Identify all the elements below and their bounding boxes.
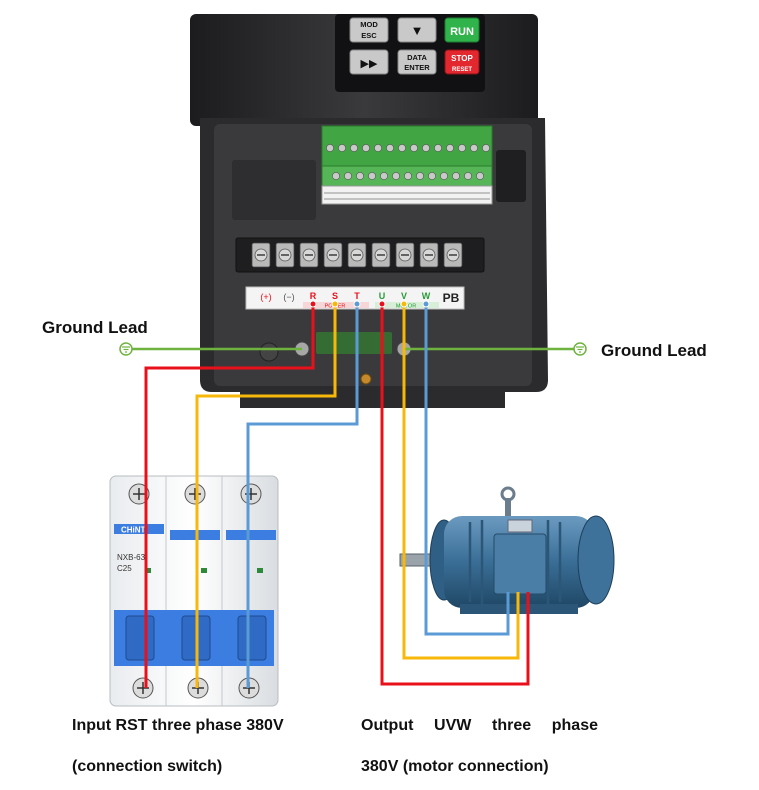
motor-rear-cover	[577, 515, 615, 605]
wire-t-input	[246, 304, 359, 688]
motor	[399, 486, 615, 614]
ground-symbol-icon	[573, 342, 587, 356]
output-caption-word: phase	[551, 717, 598, 734]
input-caption-line2: (connection switch)	[72, 758, 223, 775]
terminal-label-pb: PB	[443, 291, 460, 305]
wire-v-output	[402, 304, 520, 660]
run-button[interactable]: RUN	[444, 17, 480, 43]
terminal-label-w: W	[422, 291, 431, 301]
terminal-label-t: T	[354, 291, 360, 301]
ground-lead-left-label: Ground Lead	[42, 318, 148, 337]
output-caption-line2: 380V (motor connection)	[361, 758, 549, 775]
stop-reset-button[interactable]: STOP RESET	[444, 49, 480, 75]
enter-label: ENTER	[404, 63, 430, 72]
mod-esc-button[interactable]: MOD ESC	[349, 17, 389, 43]
motor-nameplate	[507, 519, 533, 533]
shift-arrows-icon: ▶▶	[361, 58, 378, 70]
data-enter-button[interactable]: DATA ENTER	[397, 49, 437, 75]
output-caption-word: Output	[361, 717, 414, 734]
input-caption-line1: Input RST three phase 380V	[72, 717, 284, 734]
reset-label: RESET	[452, 67, 472, 73]
mod-label: MOD	[360, 20, 378, 29]
stop-label: STOP	[451, 54, 473, 63]
wire-r-input	[144, 304, 315, 688]
terminal-label-r: R	[310, 291, 317, 301]
esc-label: ESC	[361, 31, 377, 40]
wire-s-input	[195, 304, 337, 688]
breaker-brand: CHiNT	[121, 526, 146, 535]
breaker-body	[109, 475, 279, 707]
terminal-label-plus: (+)	[260, 292, 271, 302]
breaker-toggle-1[interactable]	[125, 615, 155, 661]
output-caption-word: UVW	[434, 717, 472, 734]
ground-lead-right-label: Ground Lead	[601, 341, 707, 360]
wire-w-output	[424, 304, 510, 636]
shift-button[interactable]: ▶▶	[349, 49, 389, 75]
output-caption-word: three	[492, 717, 532, 734]
down-button[interactable]: ▼	[397, 17, 437, 43]
wire-u-output	[380, 304, 530, 686]
run-label: RUN	[450, 26, 474, 38]
breaker-model: NXB-63	[117, 553, 146, 562]
output-caption-line1: Output UVW three phase	[361, 717, 598, 735]
terminal-label-s: S	[332, 291, 338, 301]
motor-junction-box	[493, 533, 547, 595]
control-terminal-block	[321, 125, 493, 205]
breaker-toggle-3[interactable]	[237, 615, 267, 661]
cavity-connector	[496, 150, 526, 202]
terminal-label-u: U	[379, 291, 386, 301]
power-terminal-block	[235, 237, 485, 273]
down-arrow-icon: ▼	[411, 23, 424, 38]
circuit-breaker: CHiNT NXB-63 C25	[109, 475, 279, 707]
data-label: DATA	[407, 53, 427, 62]
cavity-inner-left	[232, 160, 316, 220]
terminal-label-v: V	[401, 291, 407, 301]
terminal-label-minus: (−)	[283, 292, 294, 302]
ground-symbol-icon	[119, 342, 133, 356]
breaker-rating: C25	[117, 564, 132, 573]
